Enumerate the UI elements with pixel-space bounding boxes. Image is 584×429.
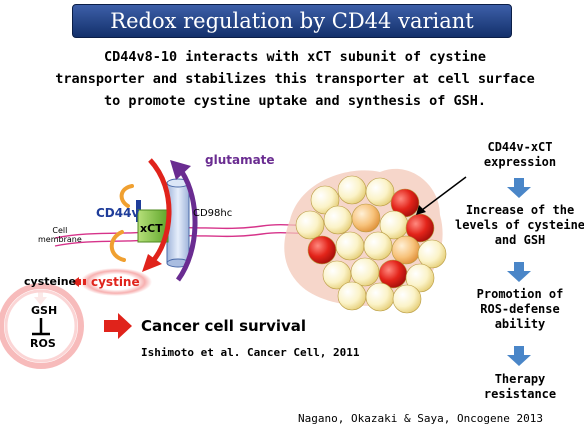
pointer-arrow — [421, 176, 467, 211]
glutamate-arrow — [175, 170, 198, 282]
reference-label: Nagano, Okazaki & Saya, Oncogene 2013 — [298, 412, 544, 425]
summary-line: to promote cystine uptake and synthesis … — [103, 93, 486, 109]
slide-title: Redox regulation by CD44 variant (CD44v) — [72, 4, 512, 65]
cystine-label: cystine — [91, 275, 140, 289]
cystine-to-cysteine-arrow — [72, 277, 86, 287]
survival-arrow — [104, 313, 132, 339]
cysteine-label: cysteine — [24, 275, 77, 288]
ros-label: ROS — [30, 337, 56, 350]
cd44v-label: CD44v — [96, 206, 140, 220]
glutamate-label: glutamate — [205, 153, 275, 167]
summary-line: CD44v8-10 interacts with xCT subunit of … — [103, 49, 486, 65]
cd98hc-cylinder — [166, 178, 190, 268]
citation-label: Ishimoto et al. Cancer Cell, 2011 — [141, 346, 360, 359]
cd98hc-label: CD98hc — [193, 208, 233, 219]
cell-membrane-label: Cell membrane — [38, 226, 82, 244]
summary-text: CD44v8-10 interacts with xCT subunit of … — [30, 46, 560, 112]
outcome-label: Cancer cell survival — [141, 317, 307, 335]
gsh-label: GSH — [31, 304, 58, 317]
glutamate-arrowhead — [170, 160, 191, 180]
summary-line: transporter and stabilizes this transpor… — [55, 71, 535, 87]
cystine-arrow — [148, 158, 172, 264]
cystine-glow — [80, 268, 152, 296]
inhibition-symbol — [32, 318, 50, 336]
flow-arrows — [507, 178, 531, 366]
xct-label: xCT — [140, 222, 163, 235]
cystine-arrowhead — [142, 254, 162, 272]
cd44v-structure — [109, 184, 134, 262]
cell-cluster — [295, 175, 447, 314]
